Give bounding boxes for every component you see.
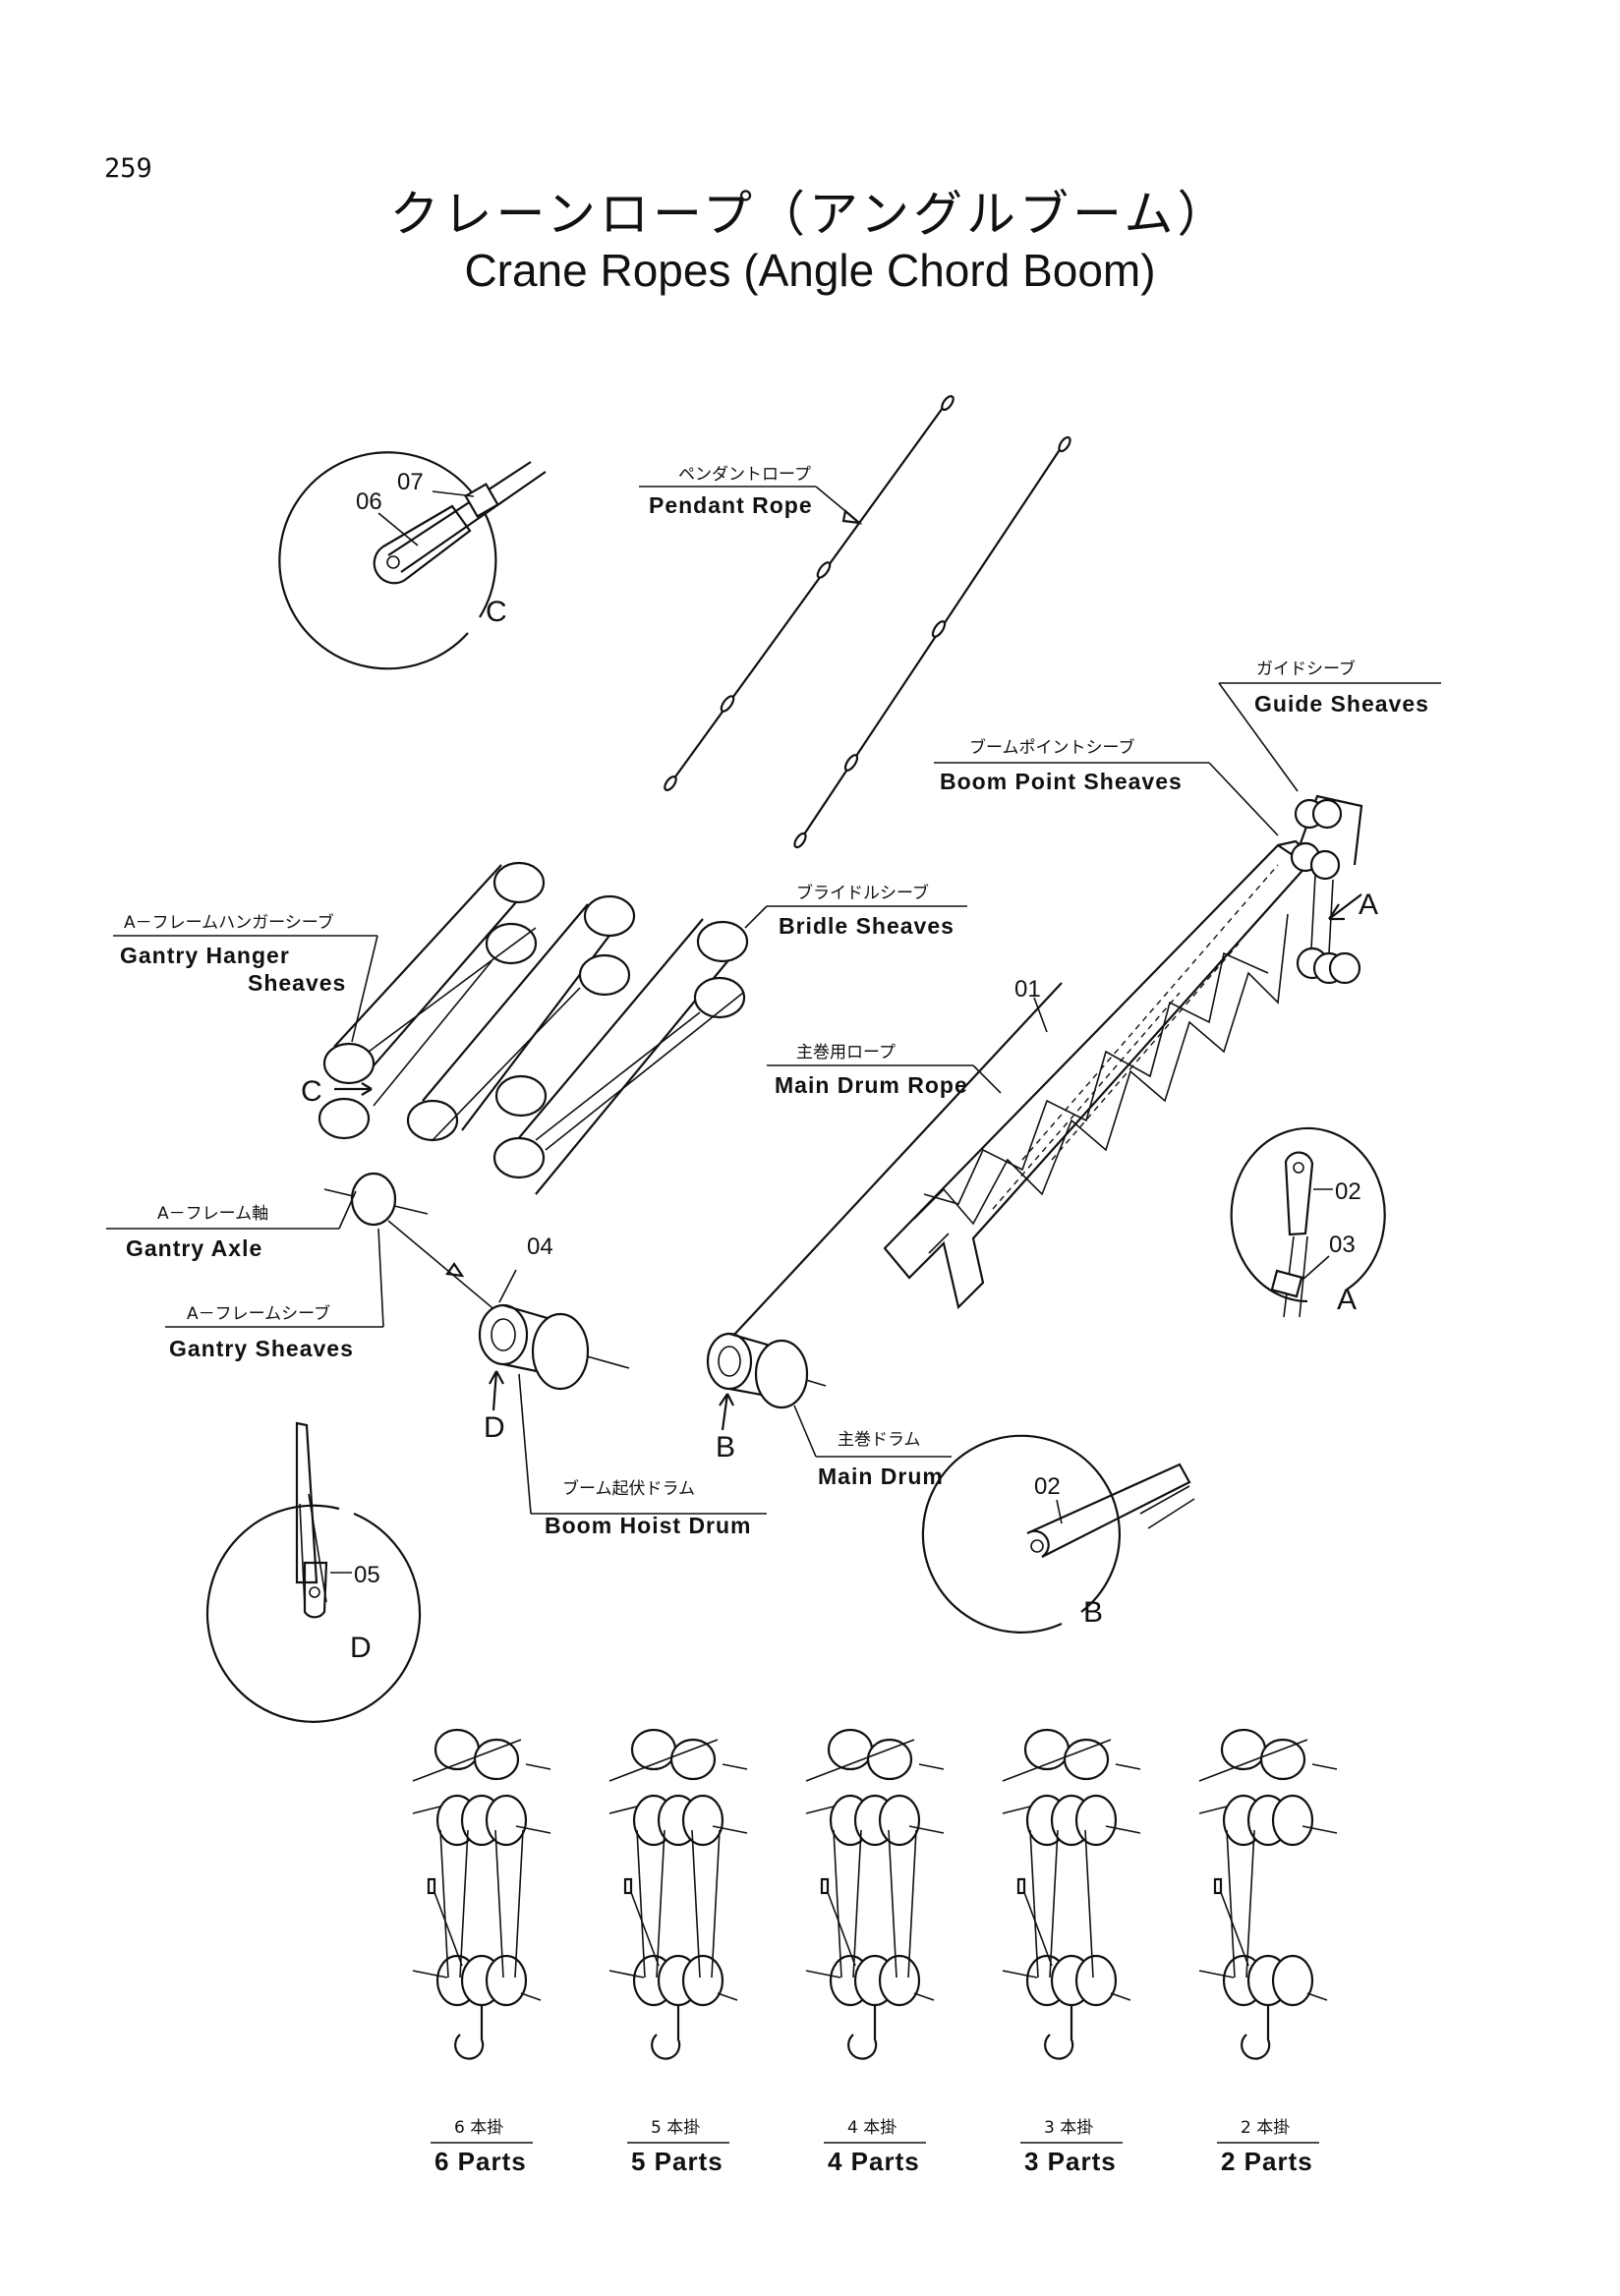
main-drum-rope-label-en: Main Drum Rope: [775, 1072, 968, 1098]
detail-b-letter: B: [1083, 1596, 1103, 1629]
gantry-sheaves-label-ja: A－フレームシーブ: [187, 1303, 330, 1324]
detail-a-callout: 02 03 A: [1230, 1126, 1386, 1318]
boom-point-sheaves-label: ブームポイントシーブ Boom Point Sheaves: [934, 737, 1279, 836]
part-ref-03: 03: [1329, 1232, 1356, 1258]
bridle-sheaves-label-ja: ブライドルシーブ: [796, 883, 929, 903]
reeving-diagram-5-parts: 5 本掛 5 Parts: [608, 1728, 748, 2176]
pendant-rope-drawing: [664, 395, 1071, 849]
boom-point-sheaves-label-ja: ブームポイントシーブ: [969, 737, 1134, 758]
reeving-diagram-6-parts: 6 本掛 6 Parts: [412, 1728, 551, 2176]
guide-sheaves-label-en: Guide Sheaves: [1254, 691, 1429, 717]
reeving-caption: 4 Parts: [828, 2147, 920, 2176]
gantry-sheave-blocks: C: [301, 861, 749, 1318]
reeving-caption-ja: 5 本掛: [651, 2118, 700, 2138]
angle-chord-boom: A 01: [883, 794, 1378, 1310]
part-ref-02-detail-a: 02: [1335, 1178, 1361, 1205]
boom-point-sheaves-label-en: Boom Point Sheaves: [940, 769, 1183, 794]
reeving-diagram-4-parts: 4 本掛 4 Parts: [805, 1728, 945, 2176]
guide-sheaves-label: ガイドシーブ Guide Sheaves: [1218, 659, 1441, 792]
gantry-hanger-sheaves-label-ja: A－フレームハンガーシーブ: [124, 912, 334, 933]
gantry-axle-label: A－フレーム軸 Gantry Axle: [106, 1190, 357, 1261]
reeving-caption-ja: 6 本掛: [454, 2118, 503, 2138]
guide-sheaves-label-ja: ガイドシーブ: [1256, 659, 1356, 679]
reeving-diagram-2-parts: 2 本掛 2 Parts: [1198, 1728, 1338, 2176]
reeving-caption: 5 Parts: [631, 2147, 723, 2176]
reeving-caption-ja: 2 本掛: [1241, 2118, 1290, 2138]
reeving-caption-ja: 3 本掛: [1044, 2118, 1093, 2138]
detail-b-callout: 02 B: [921, 1434, 1195, 1634]
part-ref-05: 05: [354, 1562, 380, 1588]
gantry-hanger-sheaves-label-en-2: Sheaves: [248, 970, 346, 996]
page-number: 259: [104, 153, 152, 184]
gantry-axle-label-en: Gantry Axle: [126, 1235, 262, 1261]
gantry-axle-label-ja: A－フレーム軸: [157, 1204, 268, 1224]
part-ref-04: 04: [527, 1234, 553, 1260]
main-drum-rope-label: 主巻用ロープ Main Drum Rope: [767, 1043, 1002, 1098]
detail-c-letter: C: [486, 596, 507, 628]
main-drum-label-en: Main Drum: [818, 1464, 944, 1489]
part-ref-06: 06: [356, 488, 382, 515]
detail-d-letter: D: [350, 1632, 372, 1664]
bridle-sheaves-label: ブライドルシーブ Bridle Sheaves: [744, 883, 967, 939]
pendant-rope-label: ペンダントロープ Pendant Rope: [639, 465, 863, 525]
reeving-caption: 6 Parts: [434, 2147, 527, 2176]
reeving-caption-ja: 4 本掛: [847, 2118, 897, 2138]
part-ref-01: 01: [1014, 976, 1041, 1003]
arrow-a-letter: A: [1359, 889, 1378, 921]
main-drum: B 主巻ドラム Main Drum: [706, 982, 1063, 1489]
arrow-c-letter: C: [301, 1075, 322, 1108]
page-title-japanese: クレーンロープ（アングルブーム）: [389, 186, 1231, 243]
detail-c-callout: 06 07 C: [278, 451, 547, 670]
boom-hoist-drum-label-ja: ブーム起伏ドラム: [562, 1478, 695, 1499]
boom-hoist-drum: D 04 ブーム起伏ドラム Boom Hoist Drum: [478, 1234, 767, 1538]
main-drum-rope-label-ja: 主巻用ロープ: [796, 1043, 896, 1062]
boom-hoist-drum-label-en: Boom Hoist Drum: [545, 1513, 752, 1538]
gantry-hanger-sheaves-label: A－フレームハンガーシーブ Gantry Hanger Sheaves: [113, 912, 378, 1043]
pendant-rope-label-ja: ペンダントロープ: [678, 465, 811, 485]
detail-d-callout: 05 D: [205, 1421, 422, 1723]
arrow-a: [1328, 893, 1362, 921]
arrow-b-letter: B: [716, 1431, 735, 1464]
bridle-sheaves-label-en: Bridle Sheaves: [779, 913, 955, 939]
detail-a-letter: A: [1337, 1284, 1357, 1316]
reeving-caption: 3 Parts: [1024, 2147, 1117, 2176]
part-ref-07: 07: [397, 469, 424, 495]
arrow-d-letter: D: [484, 1411, 505, 1444]
reeving-caption: 2 Parts: [1221, 2147, 1313, 2176]
reeving-diagram-3-parts: 3 本掛 3 Parts: [1002, 1728, 1141, 2176]
main-drum-label-ja: 主巻ドラム: [838, 1430, 921, 1450]
page-title: Crane Ropes (Angle Chord Boom): [464, 245, 1156, 296]
gantry-sheaves-label: A－フレームシーブ Gantry Sheaves: [165, 1228, 384, 1361]
part-ref-02-detail-b: 02: [1034, 1473, 1061, 1500]
pendant-rope-label-en: Pendant Rope: [649, 492, 813, 518]
gantry-hanger-sheaves-label-en-1: Gantry Hanger: [120, 943, 290, 968]
gantry-sheaves-label-en: Gantry Sheaves: [169, 1336, 354, 1361]
reeving-diagrams: 6 本掛 6 Parts 5 本掛 5 Parts 4 本掛 4 Parts 3 本掛 3 P…: [412, 1728, 1338, 2176]
